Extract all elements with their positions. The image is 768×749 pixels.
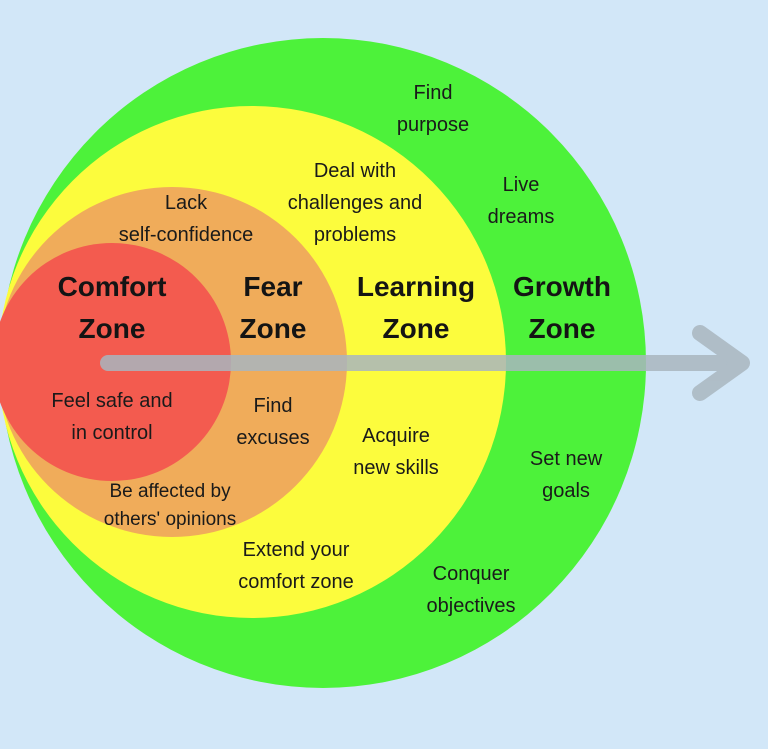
right-arrow-icon xyxy=(100,325,750,401)
